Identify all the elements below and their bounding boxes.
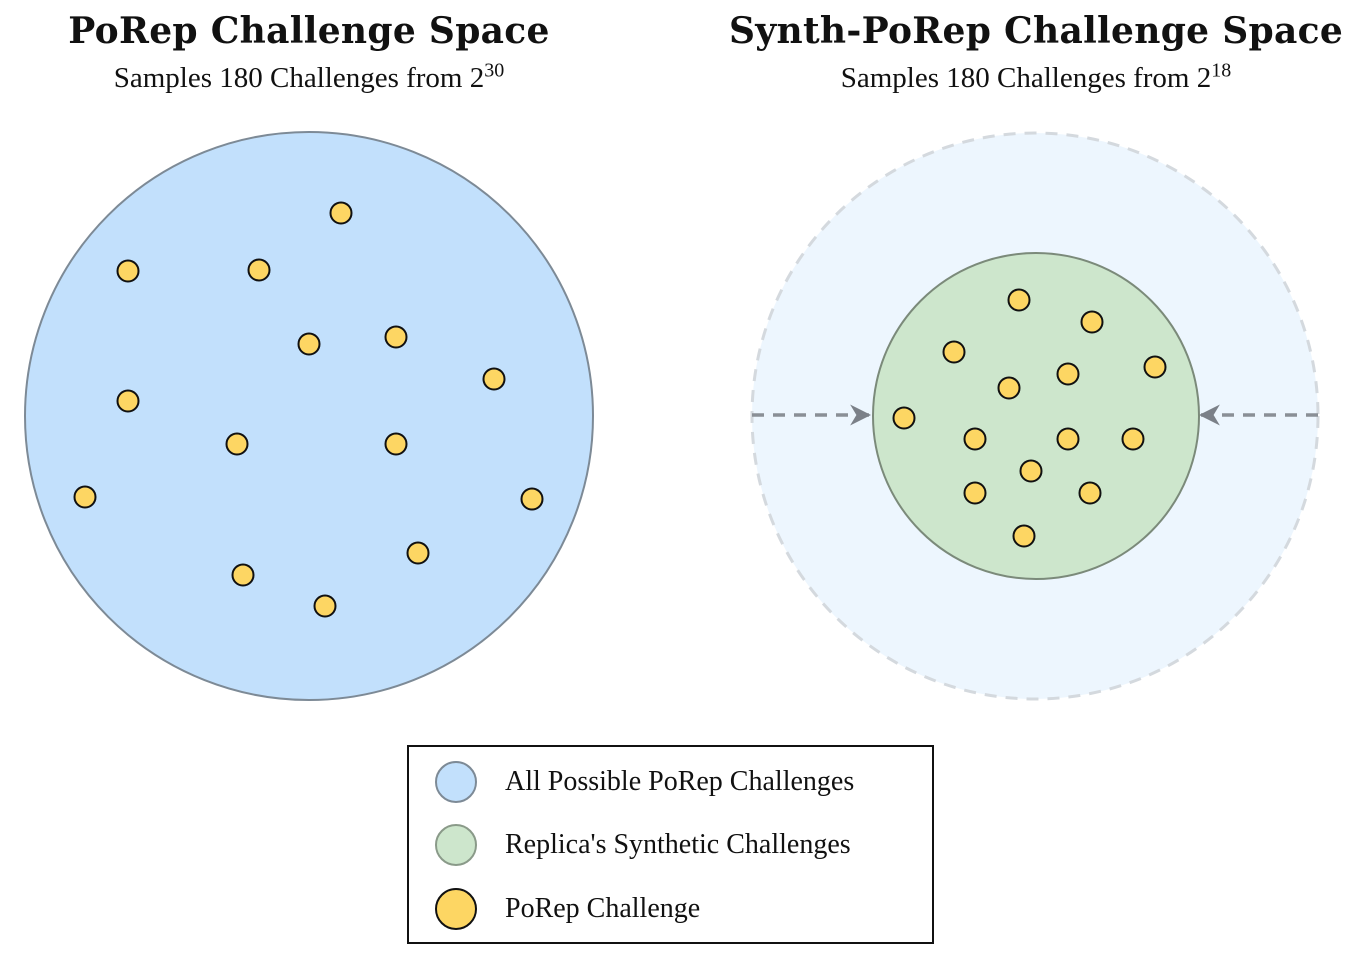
challenge-dot — [1056, 427, 1080, 451]
challenge-dot — [116, 259, 140, 283]
challenge-dot — [1012, 524, 1036, 548]
challenge-dot — [313, 594, 337, 618]
challenge-dot — [1078, 481, 1102, 505]
challenge-dot — [384, 432, 408, 456]
challenge-dot — [942, 340, 966, 364]
legend-label: All Possible PoRep Challenges — [505, 766, 855, 797]
challenge-dot — [384, 325, 408, 349]
right-subtitle-exponent: 18 — [1211, 59, 1232, 82]
challenge-dot — [963, 427, 987, 451]
challenge-dot — [1007, 288, 1031, 312]
legend-swatch-green — [435, 824, 477, 866]
challenge-dot — [225, 432, 249, 456]
right-challenge-dots — [892, 288, 1167, 548]
challenge-dot — [297, 332, 321, 356]
challenge-dot — [1143, 355, 1167, 379]
legend: All Possible PoRep Challenges Replica's … — [407, 745, 934, 944]
challenge-dot — [247, 258, 271, 282]
left-subtitle: Samples 180 Challenges from 230 — [113, 59, 505, 95]
left-subtitle-exponent: 30 — [484, 59, 505, 82]
legend-item-synthetic: Replica's Synthetic Challenges — [409, 822, 851, 868]
legend-label: Replica's Synthetic Challenges — [505, 829, 851, 860]
challenge-dot — [482, 367, 506, 391]
legend-item-challenge: PoRep Challenge — [409, 886, 700, 932]
right-subtitle-text: Samples 180 Challenges from 2 — [840, 62, 1212, 94]
challenge-dot — [231, 563, 255, 587]
right-subtitle: Samples 180 Challenges from 218 — [840, 59, 1232, 95]
legend-swatch-blue — [435, 761, 477, 803]
legend-label: PoRep Challenge — [505, 893, 701, 924]
challenge-dot — [892, 406, 916, 430]
challenge-dot — [1080, 310, 1104, 334]
challenge-dot — [1121, 427, 1145, 451]
left-subtitle-text: Samples 180 Challenges from 2 — [113, 62, 485, 94]
challenge-dot — [997, 376, 1021, 400]
left-challenge-dots — [73, 201, 544, 618]
challenge-dot — [963, 481, 987, 505]
legend-swatch-yellow — [435, 888, 477, 930]
synthetic-challenges-space — [872, 252, 1200, 580]
right-title: Synth-PoRep Challenge Space — [728, 10, 1344, 52]
challenge-dot — [116, 389, 140, 413]
all-challenges-space — [24, 131, 594, 701]
challenge-dot — [406, 541, 430, 565]
challenge-dot — [1056, 362, 1080, 386]
challenge-dot — [1019, 459, 1043, 483]
challenge-dot — [520, 487, 544, 511]
challenge-dot — [329, 201, 353, 225]
legend-item-all: All Possible PoRep Challenges — [409, 759, 854, 805]
left-title: PoRep Challenge Space — [68, 10, 550, 52]
challenge-dot — [73, 485, 97, 509]
